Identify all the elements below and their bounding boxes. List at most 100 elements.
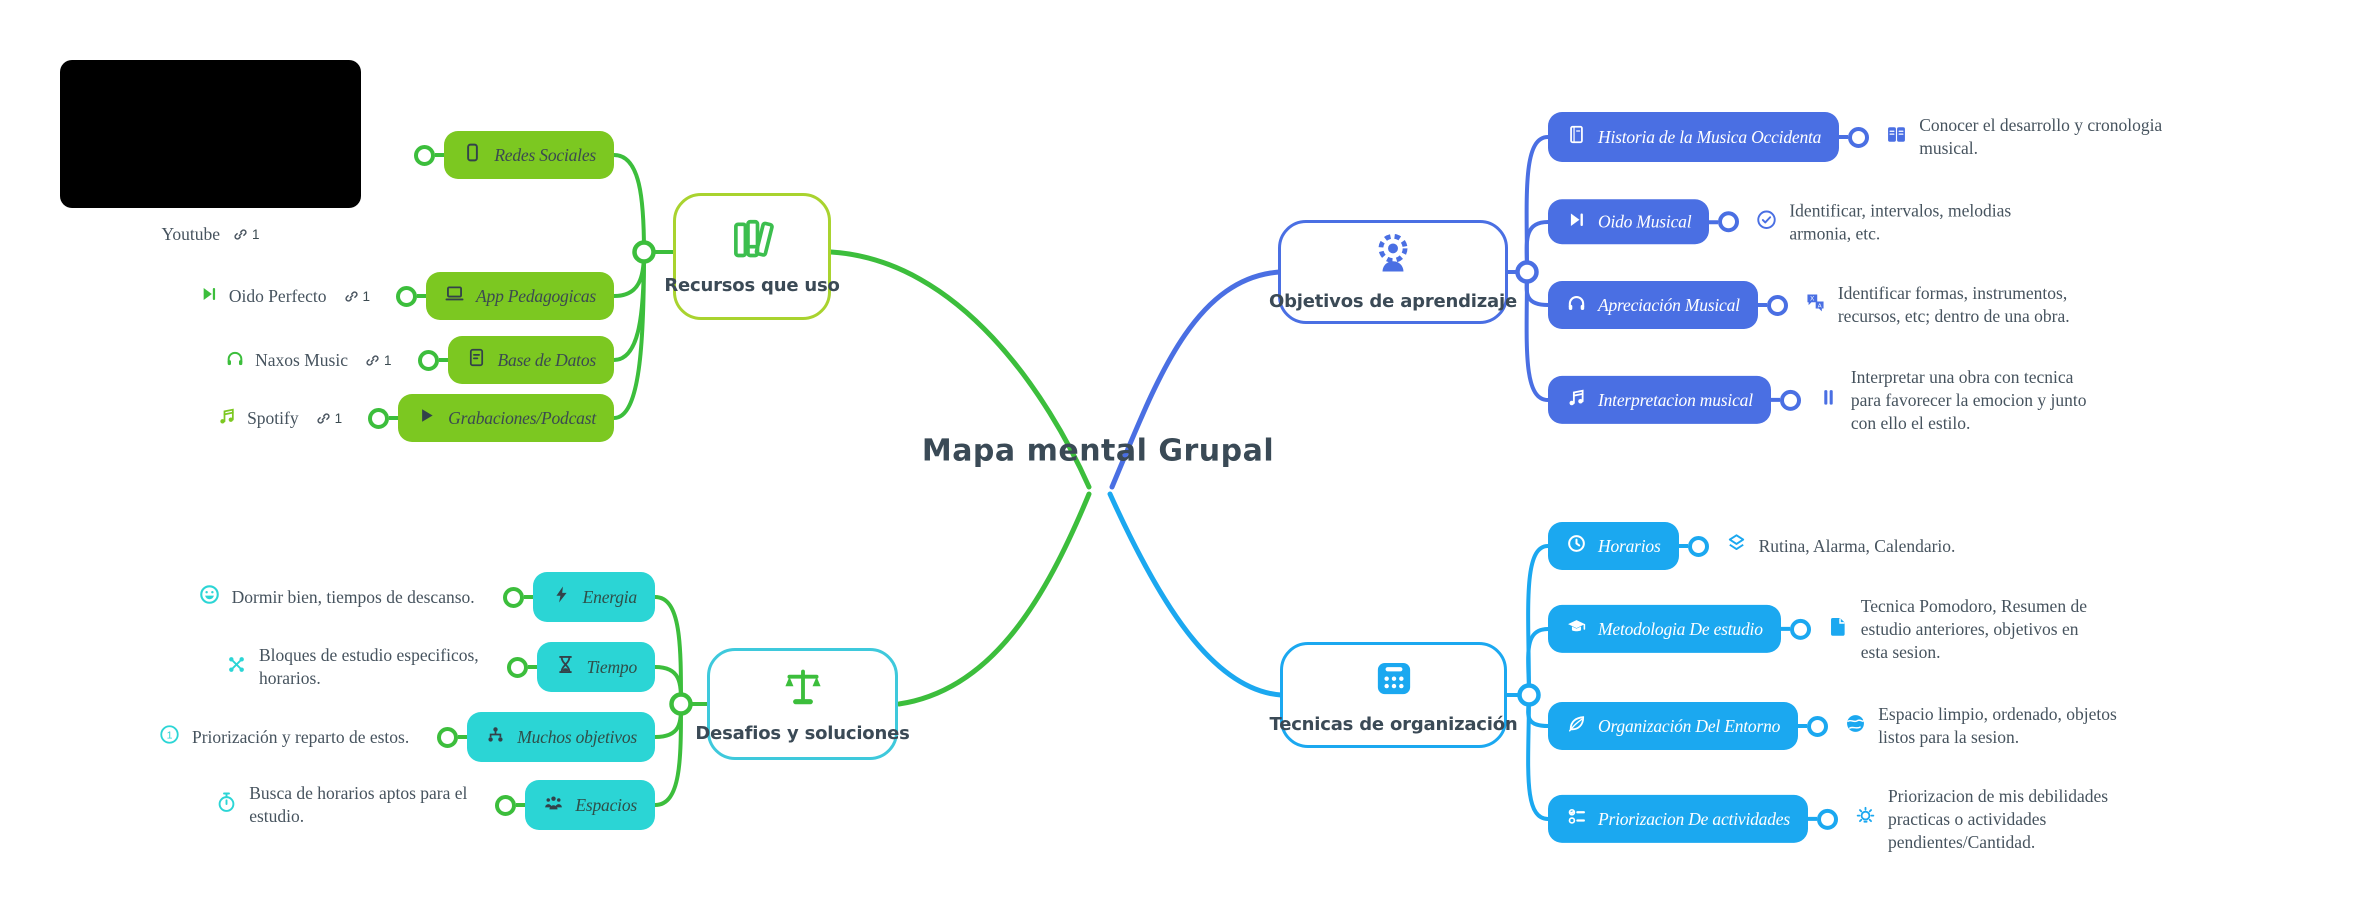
connector-handle[interactable] [396, 285, 418, 307]
node-label: Redes Sociales [494, 144, 596, 165]
child-row-metodologia-de-estudio: Metodologia De estudio Tecnica Pomodoro, … [1548, 595, 2087, 663]
people-icon [543, 792, 564, 813]
junction-handle-desafios-y-soluciones[interactable] [669, 692, 693, 716]
connector-handle[interactable] [437, 726, 459, 748]
connector-handle[interactable] [1816, 808, 1838, 830]
node-label: Priorizacion De actividades [1598, 808, 1790, 829]
note-energia[interactable]: Dormir bien, tiempos de descanso. [198, 583, 475, 611]
note-interpretacion-musical[interactable]: Interpretar una obra con tecnica para fa… [1817, 366, 2087, 434]
node-tiempo[interactable]: Tiempo [536, 642, 655, 692]
child-row-priorizacion-de-actividades: Priorizacion De actividades Priorizacion … [1548, 785, 2108, 853]
note-metodologia-de-estudio[interactable]: Tecnica Pomodoro, Resumen de estudio ant… [1827, 595, 2087, 663]
scale-icon [781, 665, 825, 709]
node-label: Base de Datos [497, 349, 597, 370]
connector-handle[interactable] [1766, 294, 1788, 316]
connector-handle[interactable] [368, 407, 390, 429]
note-text: Espacio limpio, ordenado, objetos listos… [1878, 704, 2117, 747]
node-base-de-datos[interactable]: Base de Datos [447, 336, 614, 384]
node-redes-sociales[interactable]: Redes Sociales [444, 131, 614, 179]
junction-handle-objetivos-de-aprendizaje[interactable] [1515, 260, 1539, 284]
connector-handle[interactable] [414, 144, 436, 166]
sub-item-naxos-music[interactable]: Naxos Music 1 [225, 348, 392, 373]
node-interpretacion-musical[interactable]: Interpretacion musical [1548, 376, 1771, 424]
node-horarios[interactable]: Horarios [1548, 522, 1679, 570]
branch-node-objetivos-de-aprendizaje[interactable]: Objetivos de aprendizaje [1269, 220, 1517, 324]
node-label: Energia [582, 586, 638, 607]
connector-handle[interactable] [1718, 211, 1740, 233]
link-badge[interactable]: 1 [364, 352, 392, 369]
link-icon [232, 226, 249, 243]
branch-node-recursos-que-uso[interactable]: Recursos que uso [664, 193, 840, 320]
note-oido-musical[interactable]: Identificar, intervalos, melodias armoni… [1755, 199, 2011, 245]
node-grabaciones-podcast[interactable]: Grabaciones/Podcast [398, 394, 614, 442]
document-icon [466, 347, 487, 368]
checklist-icon [1566, 806, 1587, 827]
node-espacios[interactable]: Espacios [525, 780, 655, 830]
layers-icon [1725, 532, 1748, 555]
link-badge[interactable]: 1 [232, 226, 260, 243]
node-label: Historia de la Musica Occidenta [1598, 126, 1822, 147]
connector-handle[interactable] [506, 656, 528, 678]
child-row-interpretacion-musical: Interpretacion musical Interpretar una ob… [1548, 366, 2087, 434]
branch-curve-desafios-y-soluciones [896, 491, 1092, 707]
connector-stub [1798, 724, 1808, 728]
sub-item-label: Naxos Music [255, 349, 348, 370]
note-historia-de-la-musica-occidenta[interactable]: Conocer el desarrollo y cronologia music… [1885, 114, 2162, 160]
note-horarios[interactable]: Rutina, Alarma, Calendario. [1725, 532, 1955, 560]
svg-text:A: A [1818, 303, 1822, 309]
node-priorizacion-de-actividades[interactable]: Priorizacion De actividades [1548, 795, 1808, 843]
connector-handle[interactable] [502, 586, 524, 608]
node-label: Oido Musical [1598, 211, 1692, 232]
connector-stub [417, 294, 427, 298]
child-curve-priorizacion-de-actividades [1526, 693, 1550, 821]
calendar-icon-wrap [1372, 656, 1416, 705]
node-muchos-objetivos[interactable]: Muchos objetivos [467, 712, 655, 762]
link-badge[interactable]: 1 [315, 410, 342, 427]
junction-handle-tecnicas-de-organizacion[interactable] [1517, 683, 1541, 707]
leaf-icon [1566, 713, 1587, 734]
note-organizacion-del-entorno[interactable]: Espacio limpio, ordenado, objetos listos… [1844, 703, 2117, 749]
clock-icon [1566, 533, 1587, 554]
connector-handle[interactable] [1687, 535, 1709, 557]
central-topic[interactable]: Mapa mental Grupal [921, 433, 1275, 469]
note-espacios[interactable]: Busca de horarios aptos para el estudio. [215, 782, 467, 828]
node-oido-musical[interactable]: Oido Musical [1548, 199, 1710, 245]
person-gear-icon-wrap [1371, 233, 1415, 282]
branch-label: Objetivos de aprendizaje [1269, 290, 1517, 312]
connector-handle[interactable] [1807, 715, 1829, 737]
link-badge[interactable]: 1 [343, 288, 370, 305]
connector-stub [1807, 817, 1817, 821]
link-count: 1 [252, 227, 260, 242]
connector-handle[interactable] [495, 794, 517, 816]
node-organizacion-del-entorno[interactable]: Organización Del Entorno [1548, 702, 1799, 750]
person-gear-icon [1371, 233, 1415, 277]
note-priorizacion-de-actividades[interactable]: Priorizacion de mis debilidades practica… [1854, 785, 2108, 853]
connector-handle[interactable] [1848, 126, 1870, 148]
branch-node-desafios-y-soluciones[interactable]: Desafios y soluciones [695, 648, 910, 760]
hourglass-icon [555, 654, 576, 675]
connector-handle[interactable] [1779, 389, 1801, 411]
node-apreciacion-musical[interactable]: Apreciación Musical [1548, 281, 1758, 329]
node-label: Horarios [1598, 535, 1661, 556]
node-energia[interactable]: Energia [532, 572, 655, 622]
junction-handle-recursos-que-uso[interactable] [632, 240, 656, 264]
youtube-thumbnail[interactable] [60, 60, 361, 208]
note-tiempo[interactable]: Bloques de estudio especificos, horarios… [225, 644, 479, 690]
one-circle-icon: 1 [158, 723, 181, 746]
note-text: Interpretar una obra con tecnica para fa… [1850, 366, 2087, 433]
check-circle-icon [1755, 208, 1778, 231]
note-text: Conocer el desarrollo y cronologia music… [1919, 115, 2163, 158]
node-app-pedagogicas[interactable]: App Pedagogicas [426, 272, 614, 320]
node-historia-de-la-musica-occidenta[interactable]: Historia de la Musica Occidenta [1548, 112, 1840, 162]
node-metodologia-de-estudio[interactable]: Metodologia De estudio [1548, 605, 1781, 653]
connector-handle[interactable] [417, 349, 439, 371]
child-curve-redes-sociales [612, 153, 646, 254]
branch-node-tecnicas-de-organizacion[interactable]: Tecnicas de organización [1270, 642, 1518, 748]
connector-handle[interactable] [1789, 618, 1811, 640]
node-label: Tiempo [586, 656, 638, 677]
